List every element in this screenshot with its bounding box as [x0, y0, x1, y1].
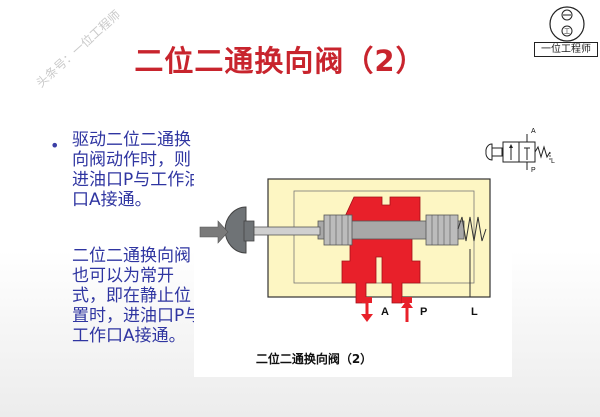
- diagram-caption: 二位二通换向阀（2）: [255, 352, 373, 366]
- valve-cross-section: [199, 178, 491, 322]
- logo-label: 一位工程师: [534, 42, 598, 57]
- logo: 工: [541, 4, 593, 56]
- actuation-arrow: [199, 220, 229, 244]
- return-spring: [457, 216, 487, 242]
- logo-icon: 工: [549, 6, 585, 42]
- svg-text:工: 工: [564, 29, 570, 36]
- push-button-head: [224, 206, 247, 254]
- page-title: 二位二通换向阀（2）: [134, 44, 426, 78]
- port-label-p: P: [420, 306, 428, 318]
- symbol-label-a: A: [531, 128, 536, 135]
- port-label-a: A: [381, 306, 389, 318]
- push-rod: [249, 226, 321, 236]
- symbol-label-l: L: [551, 158, 555, 165]
- valve-diagram-panel: [194, 169, 512, 377]
- spool-land-right: [425, 214, 459, 246]
- port-p-arrow: [401, 300, 413, 322]
- symbol-label-p: P: [531, 167, 536, 174]
- port-a-arrow: [361, 301, 373, 322]
- valve-symbol-icon: [485, 134, 551, 170]
- spool-land-left: [323, 214, 353, 246]
- description-paragraph-1: 驱动二位二通换向阀动作时，则进油口P与工作油口A接通。: [72, 130, 202, 210]
- port-label-l: L: [471, 306, 478, 318]
- description-paragraph-2: 二位二通换向阀也可以为常开式，即在静止位置时，进油口P与工作口A接通。: [72, 246, 202, 346]
- bullet-dot: •: [50, 136, 60, 155]
